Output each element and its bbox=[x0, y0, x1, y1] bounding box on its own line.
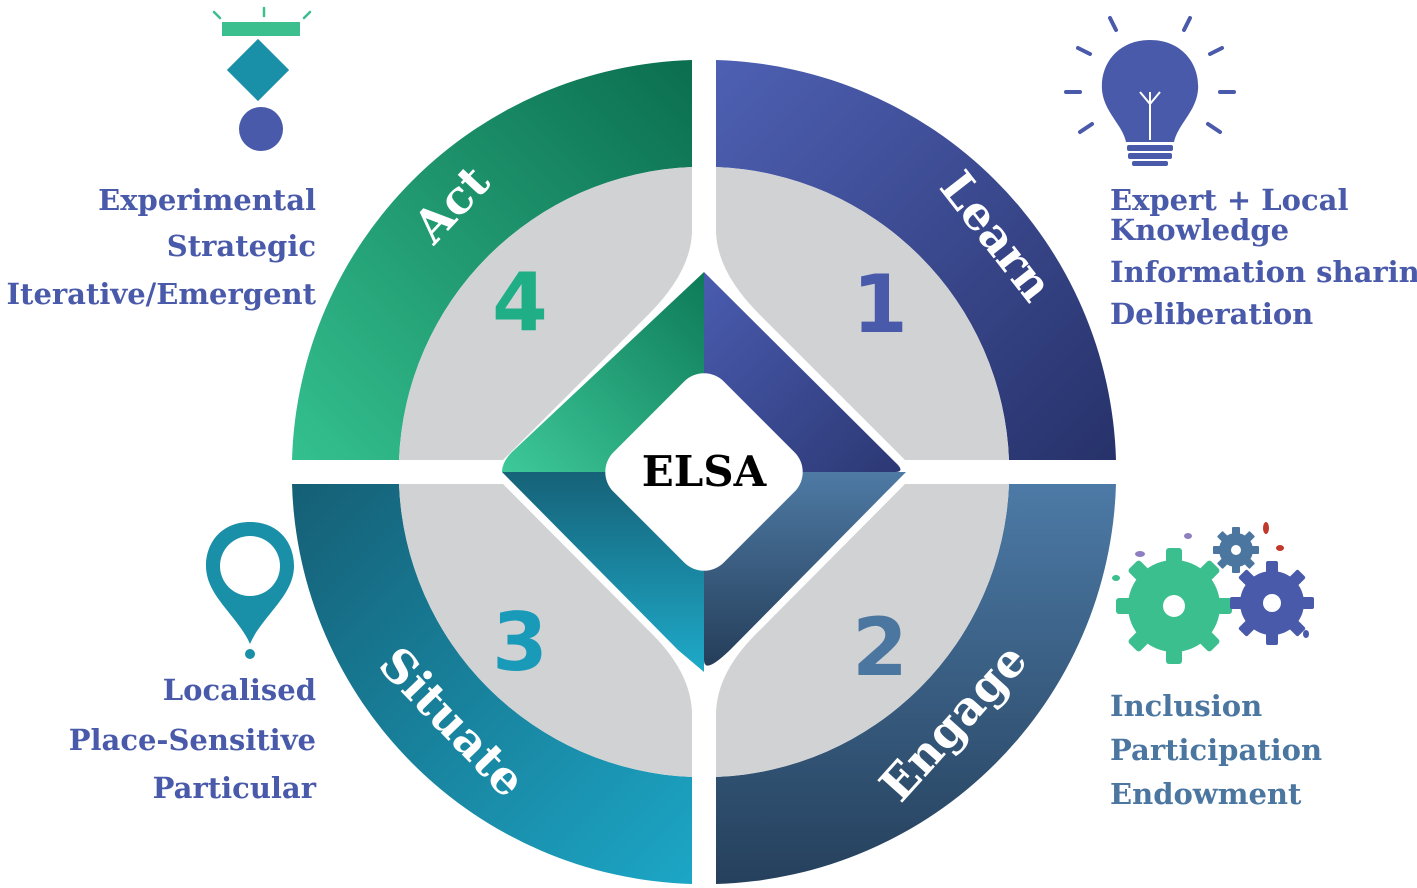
center-diamond bbox=[605, 373, 803, 571]
learn-descriptor-1: Expert + Local bbox=[1110, 183, 1349, 217]
situate-descriptor-3: Particular bbox=[152, 771, 316, 805]
act-descriptor-1: Experimental bbox=[98, 183, 316, 217]
engage-descriptor-1: Inclusion bbox=[1110, 689, 1263, 723]
situate-descriptor-1: Localised bbox=[162, 673, 316, 707]
learn-descriptor-4: Deliberation bbox=[1110, 297, 1314, 331]
learn-descriptor-3: Information sharing bbox=[1110, 255, 1417, 289]
map-pin-icon bbox=[206, 522, 294, 659]
learn-number: 1 bbox=[852, 258, 908, 351]
learn-ring-segment bbox=[716, 60, 1116, 460]
act-grey-segment bbox=[399, 167, 692, 460]
act-number: 4 bbox=[492, 256, 548, 349]
engage-descriptor-3: Endowment bbox=[1110, 777, 1302, 811]
engage-ring-segment bbox=[716, 484, 1116, 884]
situate-grey-segment bbox=[399, 484, 692, 777]
situate-number: 3 bbox=[492, 596, 548, 689]
engage-number: 2 bbox=[852, 601, 908, 694]
act-ring-segment bbox=[292, 60, 692, 460]
act-descriptor-2: Strategic bbox=[166, 229, 316, 263]
learn-descriptor-2: Knowledge bbox=[1110, 213, 1290, 247]
engage-grey-segment bbox=[716, 484, 1009, 777]
learn-grey-segment bbox=[716, 167, 1009, 460]
situate-ring-segment bbox=[292, 484, 692, 884]
situate-descriptor-2: Place-Sensitive bbox=[68, 723, 316, 757]
gears-icon bbox=[1112, 522, 1314, 664]
center-label: ELSA bbox=[642, 447, 768, 496]
shapes-icon bbox=[212, 6, 312, 151]
lightbulb-icon bbox=[1064, 16, 1236, 166]
engage-descriptor-2: Participation bbox=[1110, 733, 1323, 767]
act-descriptor-3: Iterative/Emergent bbox=[6, 277, 316, 311]
